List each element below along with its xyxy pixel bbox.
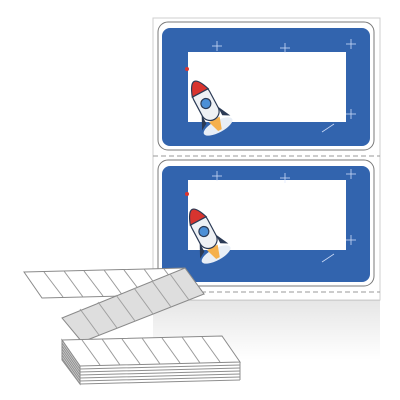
sparkle-icon <box>212 169 356 263</box>
label-top <box>157 21 375 151</box>
sparkle-icon <box>212 39 356 133</box>
rocket-icon <box>191 80 233 136</box>
rocket-icon <box>189 208 231 264</box>
folded-label-stack <box>23 267 241 386</box>
label-bottom <box>157 159 375 287</box>
